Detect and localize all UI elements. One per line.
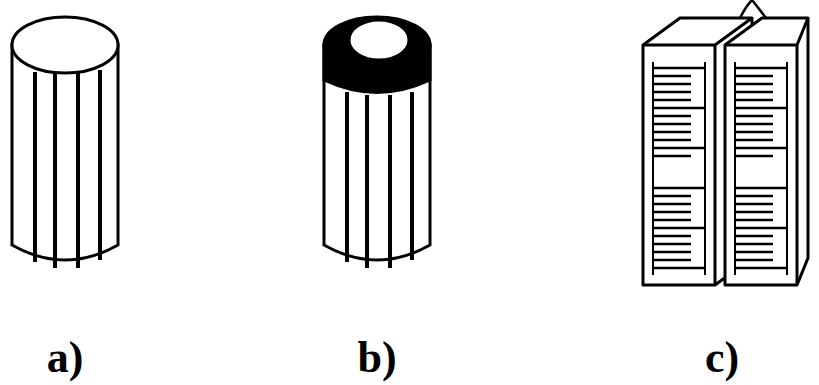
scale-tick [653,195,691,198]
scale-tick [735,227,787,230]
scale-tick [735,211,773,214]
scale-tick [735,91,773,94]
scale-tick [735,155,773,158]
scale-tick [735,131,773,134]
panel-label: b) [357,336,396,380]
scale-tick [653,123,691,126]
scale-tick [735,251,773,254]
scale-tick [735,139,773,142]
scale-tick [735,267,787,270]
scale-tick [653,243,691,246]
scale-tick [653,155,691,158]
scale-tick [653,219,691,222]
scale-tick [653,99,691,102]
scale-tick [653,83,691,86]
scale-tick [653,67,705,70]
scale-tick [653,115,691,118]
scale-tick [653,227,705,230]
scale-tick [735,195,773,198]
scale-tick [735,123,773,126]
slabs-c [643,0,808,285]
scale-tick [653,187,705,190]
scale-tick [653,139,691,142]
scale-tick [653,131,691,134]
panel-label: a) [47,336,84,380]
scale-tick [735,243,773,246]
scale-tick [735,83,773,86]
scale-tick [653,259,691,262]
scale-tick [735,75,773,78]
scale-tick [653,147,705,150]
scale-tick [735,203,773,206]
scale-tick [735,115,773,118]
panel-label: c) [705,336,739,380]
cylinder-b [324,17,430,268]
scale-tick [735,259,773,262]
scale-tick [735,235,773,238]
scale-tick [735,187,787,190]
scale-tick [735,219,773,222]
scale-tick [653,203,691,206]
scale-tick [653,75,691,78]
scale-tick [653,235,691,238]
scale-tick [653,91,691,94]
scale-tick [735,99,773,102]
scale-tick [735,147,787,150]
scale-tick [653,251,691,254]
cylinder-a [12,17,118,268]
scale-tick [653,211,691,214]
scale-tick [735,107,787,110]
scale-tick [653,267,705,270]
scale-tick [653,107,705,110]
scale-tick [735,67,787,70]
